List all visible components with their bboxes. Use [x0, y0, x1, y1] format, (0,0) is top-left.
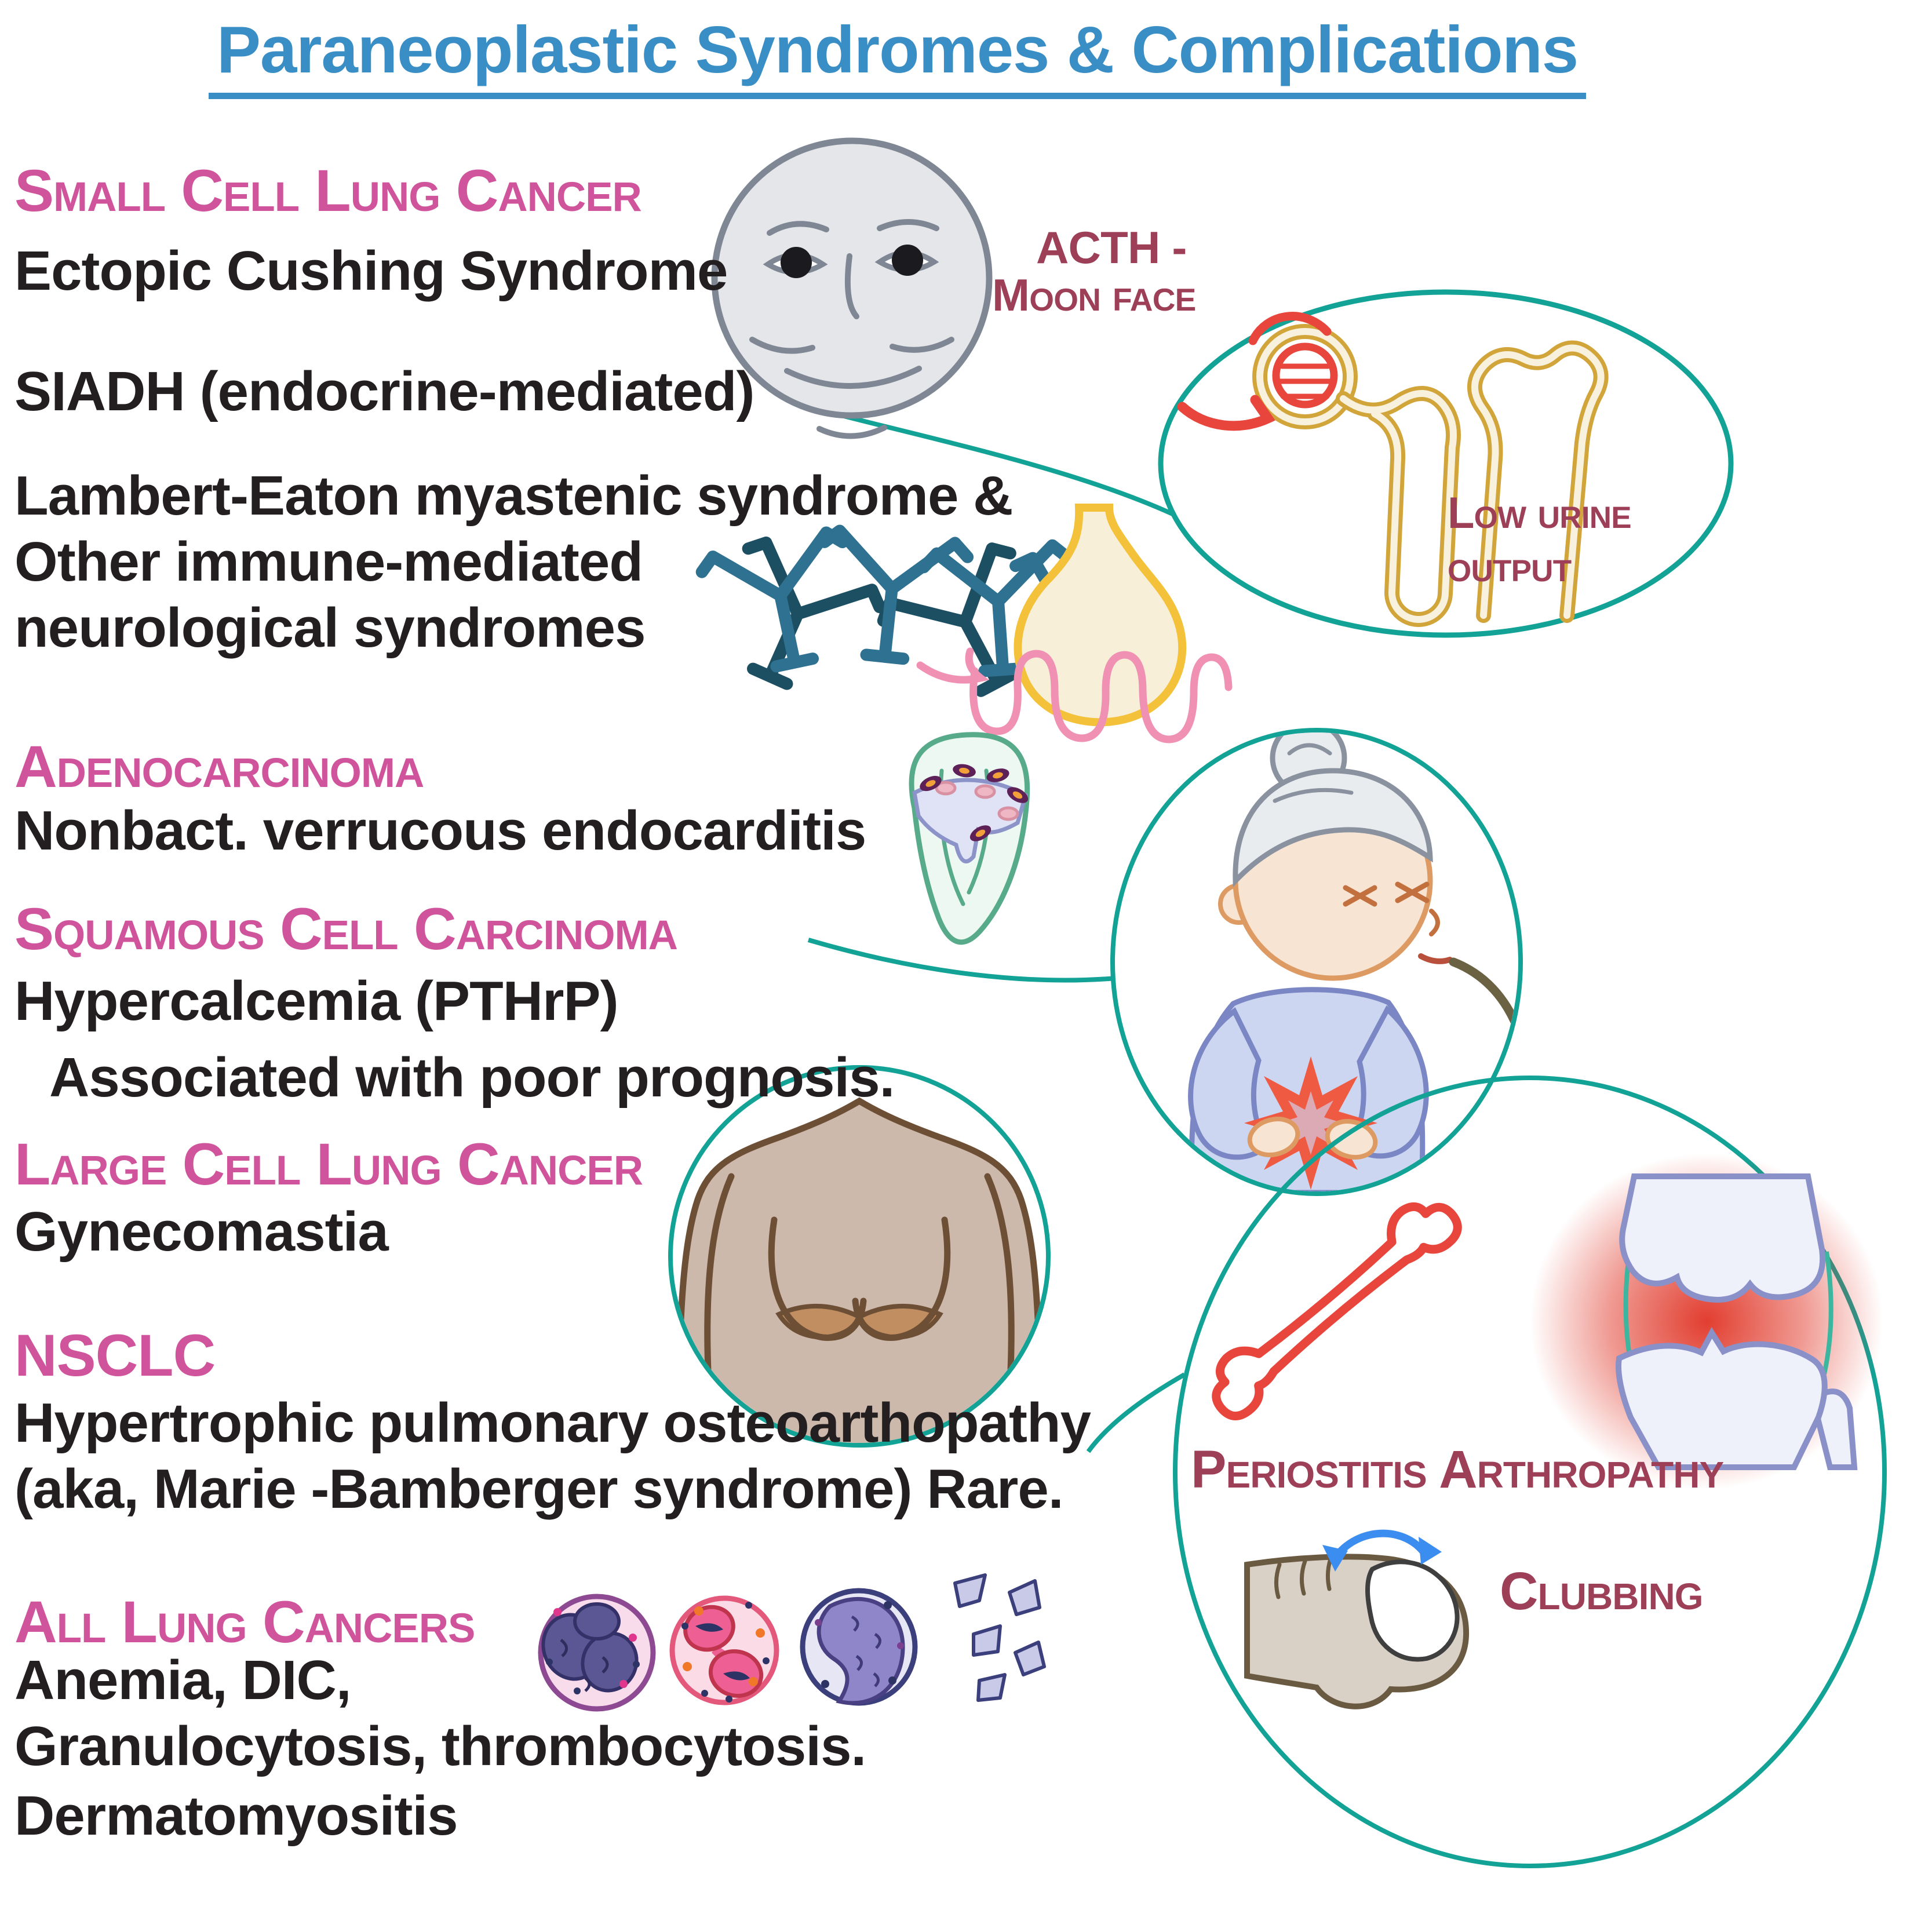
text-dermatomyositis: Dermatomyositis [14, 1785, 458, 1847]
vegetations [920, 764, 1029, 841]
label-moon-face: Moon face [992, 269, 1196, 320]
vomiting-woman-icon [1188, 732, 1518, 1191]
text-hpo: Hypertrophic pulmonary osteoarthopathy [14, 1392, 1091, 1454]
neuromuscular-junction-illustration [699, 504, 1233, 743]
neutrophil-icon [538, 1594, 656, 1712]
heading-nsclc: NSCLC [14, 1322, 216, 1388]
gray-hair-bun [1233, 732, 1433, 887]
platelets-icon [953, 1573, 1046, 1702]
connector-squamous-lady [807, 938, 1117, 983]
label-clubbing: Clubbing [1500, 1562, 1704, 1621]
text-marie-bamberger: (aka, Marie -Bamberger syndrome) Rare. [14, 1458, 1064, 1520]
low-urine-output-circle [1158, 289, 1734, 638]
gynecomastia-circle [668, 1065, 1051, 1448]
long-bone-icon [1212, 1202, 1462, 1420]
gynecomastia-torso-icon [673, 1097, 1046, 1443]
heading-adenocarcinoma: Adenocarcinoma [14, 734, 424, 800]
clubbing-arrow-icon [1322, 1529, 1442, 1572]
page-title: Paraneoplastic Syndromes & Complications [209, 17, 1587, 99]
clubbed-finger-icon [1244, 1554, 1470, 1709]
label-acth: ACTH - [1036, 222, 1187, 273]
text-siadh: SIADH (endocrine-mediated) [14, 360, 754, 422]
connector-nsclc-bigcircle [1086, 1372, 1186, 1453]
heading-small-cell-lung-cancer: Small Cell Lung Cancer [14, 158, 642, 224]
hypercalcemia-circle [1110, 728, 1523, 1196]
osteoarthropathy-circle [1173, 1076, 1887, 1868]
heading-all-lung-cancers: All Lung Cancers [14, 1589, 475, 1655]
glomerulus-icon [1177, 312, 1338, 431]
heart-endocarditis-icon [909, 732, 1030, 945]
label-low-urine: Low urine [1448, 489, 1632, 538]
monocyte-icon [800, 1588, 918, 1706]
synaptic-bouton-icon [1014, 504, 1187, 727]
text-granulocytosis: Granulocytosis, thrombocytosis. [14, 1715, 866, 1777]
blood-cells-illustration [538, 1573, 1046, 1712]
text-hypercalcemia: Hypercalcemia (PTHrP) [14, 970, 619, 1032]
moon-face-icon [711, 137, 993, 439]
vomit-splash [1480, 1114, 1518, 1191]
text-ectopic-cushing: Ectopic Cushing Syndrome [14, 240, 728, 302]
heading-squamous-cell-carcinoma: Squamous Cell Carcinoma [14, 896, 678, 962]
heading-large-cell-lung-cancer: Large Cell Lung Cancer [14, 1131, 643, 1197]
knee-joint-icon [1615, 1173, 1858, 1470]
eosinophil-icon [669, 1595, 779, 1705]
text-anemia-dic: Anemia, DIC, [14, 1649, 352, 1711]
text-nonbact-endocarditis: Nonbact. verrucous endocarditis [14, 800, 866, 862]
label-periostitis-arthropathy: Periostitis Arthropathy [1191, 1440, 1724, 1499]
postsynaptic-membrane-icon [916, 647, 1233, 743]
text-lambert-eaton-2: Other immune-mediated [14, 531, 643, 593]
label-output: output [1448, 542, 1572, 591]
text-lambert-eaton-3: neurological syndromes [14, 597, 646, 659]
nephron-icon [1177, 312, 1609, 627]
text-lambert-eaton-1: Lambert-Eaton myastenic syndrome & [14, 465, 1013, 527]
text-gynecomastia: Gynecomastia [14, 1201, 389, 1263]
text-poor-prognosis: Associated with poor prognosis. [49, 1047, 895, 1109]
